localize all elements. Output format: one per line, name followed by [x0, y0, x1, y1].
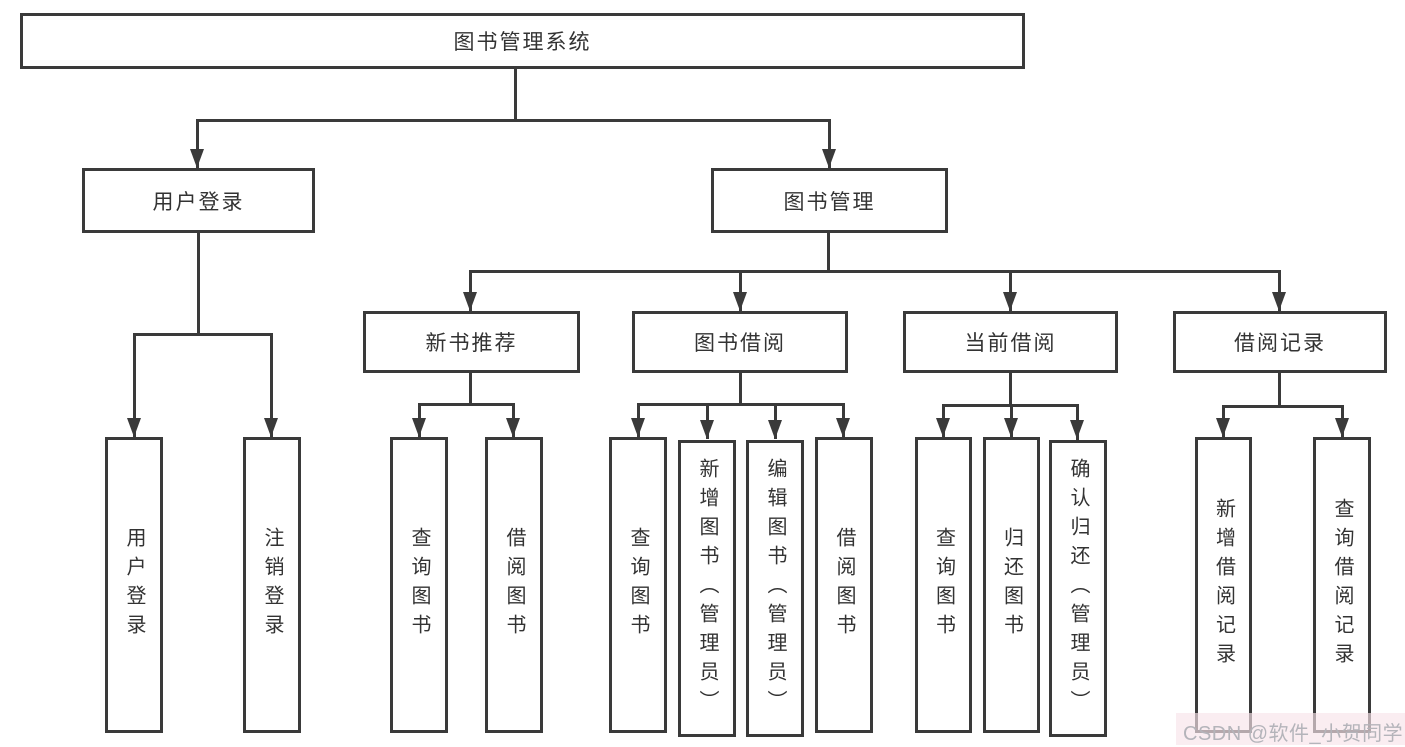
arrow-down-icon — [1003, 292, 1017, 311]
node-user-login-label: 用户登录 — [152, 190, 245, 214]
node-new-book-rec-label: 新书推荐 — [425, 332, 518, 355]
leaf-edit-book-admin: 编辑图书（管理员） — [746, 440, 804, 737]
leaf-query-book-2-label: 查询图书 — [627, 527, 649, 643]
leaf-add-borrow-record: 新增借阅记录 — [1195, 437, 1252, 733]
leaf-query-book-3: 查询图书 — [915, 437, 972, 733]
arrow-down-icon — [264, 418, 278, 437]
leaf-borrow-book-1-label: 借阅图书 — [503, 527, 525, 643]
node-current-borrow: 当前借阅 — [903, 311, 1118, 373]
leaf-user-login-label: 用户登录 — [123, 527, 145, 643]
connector-to-book-borrow — [739, 270, 742, 311]
arrow-down-icon — [1335, 418, 1349, 437]
connector-new-book-rec-stem — [469, 373, 472, 406]
connector-book-mgmt-stem — [827, 233, 830, 273]
connector-book-borrow-bus — [637, 403, 845, 406]
arrow-down-icon — [506, 418, 520, 437]
node-book-borrow-label: 图书借阅 — [694, 332, 786, 355]
leaf-return-book-label: 归还图书 — [1000, 527, 1023, 643]
node-user-login: 用户登录 — [82, 168, 315, 233]
leaf-confirm-return-admin-label: 确认归还（管理员） — [1067, 458, 1089, 719]
leaf-edit-book-admin-label: 编辑图书（管理员） — [764, 458, 786, 719]
connector-root-bus — [196, 119, 830, 122]
connector-current-borrow-stem — [1009, 373, 1012, 407]
connector-to-borrow-record — [1278, 270, 1281, 311]
connector-user-login-bus — [133, 333, 273, 336]
leaf-borrow-book-2: 借阅图书 — [815, 437, 873, 733]
connector-book-borrow-stem — [739, 373, 742, 406]
arrow-down-icon — [1216, 418, 1230, 437]
leaf-logout: 注销登录 — [243, 437, 301, 733]
leaf-add-book-admin-label: 新增图书（管理员） — [696, 458, 718, 719]
leaf-add-book-admin: 新增图书（管理员） — [678, 440, 736, 737]
arrow-down-icon — [700, 420, 714, 439]
leaf-query-borrow-record-label: 查询借阅记录 — [1331, 498, 1353, 672]
leaf-query-book-3-label: 查询图书 — [932, 527, 955, 643]
arrow-down-icon — [463, 292, 477, 311]
node-book-mgmt-label: 图书管理 — [783, 190, 876, 214]
arrow-down-icon — [1272, 292, 1286, 311]
csdn-watermark: CSDN @软件_小贺同学 — [1183, 723, 1404, 745]
connector-to-leaf-logout — [270, 333, 273, 437]
leaf-query-borrow-record: 查询借阅记录 — [1313, 437, 1371, 733]
connector-to-new-book-rec — [469, 270, 472, 311]
arrow-down-icon — [768, 420, 782, 439]
arrow-down-icon — [733, 292, 747, 311]
leaf-confirm-return-admin: 确认归还（管理员） — [1049, 440, 1107, 737]
node-book-mgmt: 图书管理 — [711, 168, 948, 233]
connector-borrow-record-bus — [1222, 405, 1343, 408]
leaf-query-book-1: 查询图书 — [390, 437, 448, 733]
node-borrow-record-label: 借阅记录 — [1234, 332, 1326, 355]
arrow-down-icon — [822, 149, 836, 168]
leaf-logout-label: 注销登录 — [261, 527, 283, 643]
leaf-borrow-book-1: 借阅图书 — [485, 437, 543, 733]
connector-book-mgmt-bus — [469, 270, 1281, 273]
arrow-down-icon — [127, 418, 141, 437]
arrow-down-icon — [631, 418, 645, 437]
node-current-borrow-label: 当前借阅 — [964, 332, 1057, 355]
leaf-query-book-2: 查询图书 — [609, 437, 667, 733]
arrow-down-icon — [1070, 420, 1084, 439]
connector-root-stem — [514, 69, 517, 121]
connector-to-leaf-user-login — [133, 333, 136, 437]
leaf-borrow-book-2-label: 借阅图书 — [833, 527, 855, 643]
connector-to-book-mgmt — [828, 119, 831, 168]
node-new-book-rec: 新书推荐 — [363, 311, 580, 373]
arrow-down-icon — [190, 149, 204, 168]
connector-to-current-borrow — [1009, 270, 1012, 311]
connector-borrow-record-stem — [1278, 373, 1281, 407]
node-library-system-label: 图书管理系统 — [453, 31, 592, 54]
node-library-system: 图书管理系统 — [20, 13, 1025, 69]
arrow-down-icon — [836, 418, 850, 437]
connector-to-user-login — [196, 119, 199, 168]
leaf-query-book-1-label: 查询图书 — [408, 527, 430, 643]
node-book-borrow: 图书借阅 — [632, 311, 848, 373]
arrow-down-icon — [412, 418, 426, 437]
watermark-background — [1176, 713, 1405, 745]
connector-new-book-rec-bus — [418, 403, 515, 406]
arrow-down-icon — [936, 418, 950, 437]
leaf-return-book: 归还图书 — [983, 437, 1040, 733]
node-borrow-record: 借阅记录 — [1173, 311, 1387, 373]
arrow-down-icon — [1004, 418, 1018, 437]
leaf-add-borrow-record-label: 新增借阅记录 — [1212, 498, 1235, 672]
leaf-user-login: 用户登录 — [105, 437, 163, 733]
connector-user-login-stem — [197, 233, 200, 335]
